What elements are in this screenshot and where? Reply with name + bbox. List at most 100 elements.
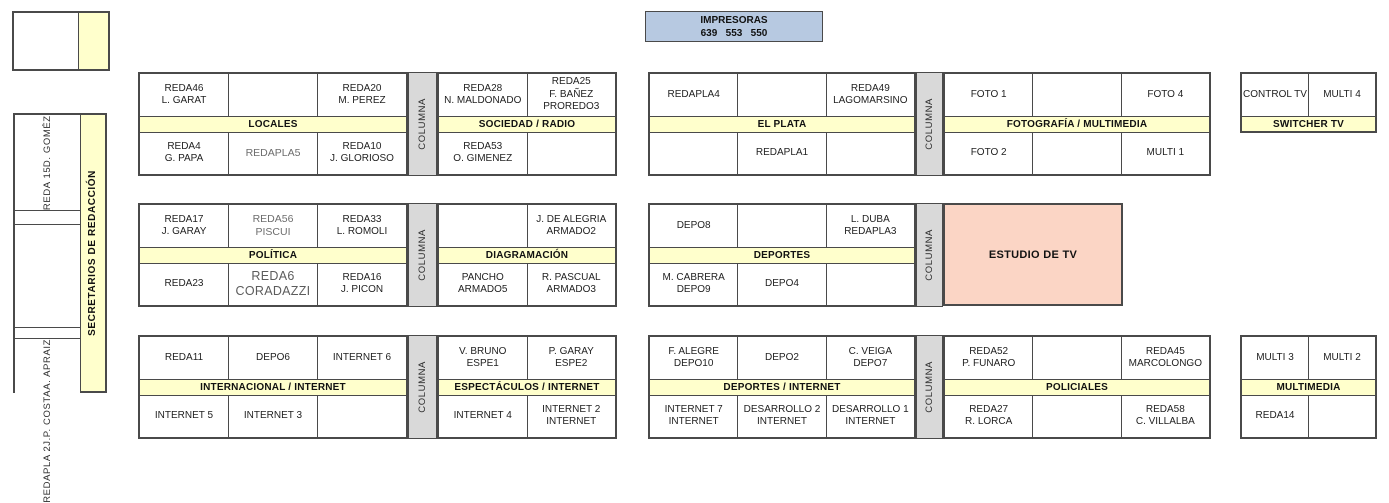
desk-cell-line: N. MALDONADO	[444, 94, 522, 106]
desk-cell-line: C. VEIGA	[848, 345, 892, 357]
printers-box: IMPRESORAS 639 553 550	[645, 11, 823, 42]
desk-cell-line: L. ROMOLI	[336, 225, 388, 237]
desk-cell	[1032, 74, 1120, 116]
desk-cell-line: MULTI 3	[1256, 351, 1294, 363]
desk-cell-line: DESARROLLO 2	[743, 404, 821, 416]
block-header: MULTIMEDIA	[1242, 378, 1375, 396]
desk-cell	[1032, 337, 1120, 379]
desk-cell	[825, 132, 914, 174]
desk-cell	[317, 395, 406, 437]
desk-cell-line: INTERNET	[668, 416, 719, 428]
desk-cell-line: P. GARAY	[548, 345, 594, 357]
desk-cell: DEPO8	[650, 205, 737, 247]
column-strip-label: COLUMNA	[923, 98, 935, 150]
desk-cell	[737, 205, 825, 247]
desk-cell	[526, 132, 616, 174]
column-strip-label: COLUMNA	[416, 361, 428, 413]
desk-cell-line: R. LORCA	[965, 416, 1013, 428]
desk-cell-line: J. DE ALEGRIA	[536, 213, 607, 225]
desk-cell-line: DEPO6	[256, 351, 290, 363]
desk-cell	[439, 205, 527, 247]
desk-cell-line: DEPO9	[676, 284, 711, 296]
block-header: DEPORTES / INTERNET	[650, 378, 914, 396]
desk-cell-line: M. CABRERA	[662, 272, 725, 284]
desk-cell-line: MULTI 1	[1146, 147, 1185, 159]
block-header: POLICIALES	[945, 378, 1209, 396]
block-header: FOTOGRAFÍA / MULTIMEDIA	[945, 115, 1209, 133]
block-header: DIAGRAMACIÓN	[439, 246, 615, 264]
desk-cell-line: FOTO 1	[970, 88, 1007, 100]
desk-cell-line: J. PICON	[340, 284, 384, 296]
desk-cell: CONTROL TV	[1242, 74, 1308, 116]
desk-cell-line: REDA11	[164, 351, 204, 363]
desk-cell-line: INTERNET	[546, 416, 597, 428]
desk-cell	[228, 74, 317, 116]
desk-cell-line: DEPO2	[765, 351, 799, 363]
desk-cell: DEPO6	[228, 337, 317, 379]
desk-cell-line: ESPE2	[555, 357, 588, 369]
block-header: SWITCHER TV	[1242, 116, 1375, 131]
block-header: LOCALES	[140, 115, 406, 133]
desk-cell-line: REDA23	[164, 278, 204, 290]
column-strip-label: COLUMNA	[923, 229, 935, 281]
desk-cell-line: REDA52	[969, 345, 1009, 357]
desk-cell-line: REDA10	[342, 141, 382, 153]
column-strip-label: COLUMNA	[923, 361, 935, 413]
desk-cell-line: L. DUBA	[850, 213, 890, 225]
desk-cell-line: ESPE1	[466, 357, 499, 369]
column-strip: COLUMNA	[408, 72, 437, 176]
desk-cell-line: ARMADO5	[458, 284, 508, 296]
left-desk-cell-line: REDAPLA 2	[41, 445, 53, 503]
desk-cell-line: M. PEREZ	[338, 94, 386, 106]
desk-cell	[825, 263, 914, 305]
desk-cell: INTERNET 3	[228, 395, 317, 437]
column-strip: COLUMNA	[916, 72, 943, 176]
desk-cell-line: P. FUNARO	[962, 357, 1016, 369]
desk-cell: INTERNET 5	[140, 396, 228, 438]
studio-tv-label: ESTUDIO DE TV	[988, 248, 1078, 261]
desk-cell-line: C. VILLALBA	[1135, 416, 1195, 428]
desk-cell	[1308, 395, 1375, 437]
desk-cell-line: REDA53	[463, 141, 503, 153]
desk-cell-line: INTERNET 3	[243, 410, 303, 422]
desk-cell-line: REDAPLA3	[844, 225, 897, 237]
column-strip-label: COLUMNA	[416, 229, 428, 281]
desk-cell-line: ARMADO3	[546, 284, 596, 296]
desk-cell-line: PISCUI	[255, 225, 291, 238]
column-strip: COLUMNA	[408, 335, 437, 439]
left-desk-cell-line: A. APRAIZ	[41, 339, 53, 390]
left-desk-cell	[15, 224, 80, 328]
